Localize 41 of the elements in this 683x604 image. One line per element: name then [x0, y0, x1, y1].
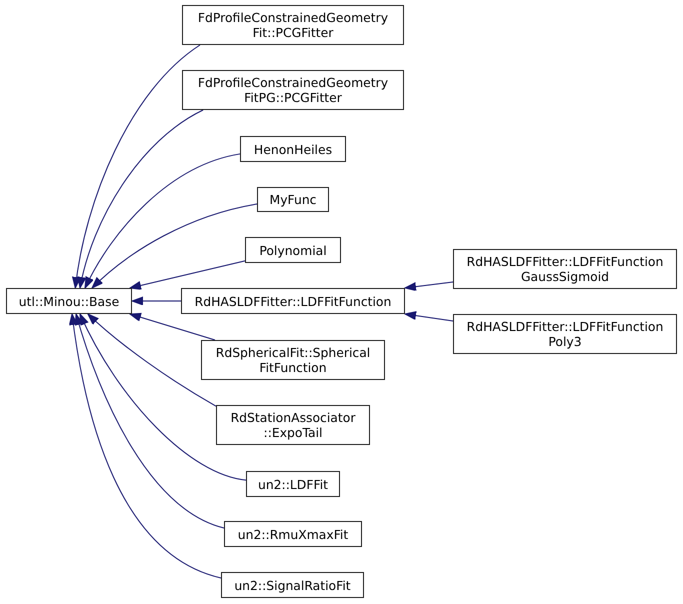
inheritance-arrow [404, 282, 454, 292]
class-name: un2::LDFFit [258, 476, 328, 492]
class-name: RdHASLDFFitter::LDFFitFunction [194, 294, 392, 308]
class-box [246, 471, 340, 497]
class-box [224, 521, 362, 547]
class-name: FdProfileConstrainedGeometry FitPG::PCGFitter [196, 75, 390, 105]
inheritance-arrow [84, 153, 240, 288]
class-name: MyFunc [270, 192, 316, 207]
inheritance-arrow [129, 260, 246, 290]
inheritance-arrow [79, 314, 246, 481]
class-name: HenonHeiles [254, 142, 332, 156]
inheritance-arrow [132, 296, 182, 306]
class-name: FdProfileConstrainedGeometry Fit::PCGFitter [196, 10, 390, 40]
class-name: un2::SignalRatioFit [234, 578, 351, 592]
class-name: un2::RmuXmaxFit [238, 526, 348, 542]
class-box [182, 5, 404, 45]
class-box [453, 314, 677, 354]
inheritance-arrow [92, 204, 258, 288]
inheritance-arrow [404, 311, 454, 322]
class-box [182, 70, 404, 110]
inheritance-arrow [69, 314, 222, 578]
inheritance-arrow [129, 312, 216, 340]
class-box [240, 136, 346, 162]
class-box [181, 288, 405, 314]
class-box [216, 405, 370, 445]
class-box [6, 288, 132, 314]
class-name: utl::Minou::Base [18, 294, 120, 308]
class-name: RdStationAssociator ::ExpoTail [230, 410, 356, 440]
class-box [245, 237, 341, 263]
class-box [221, 572, 364, 598]
class-name: RdSphericalFit::Spherical FitFunction [214, 345, 372, 375]
class-name: Polynomial [259, 242, 327, 258]
class-name: RdHASLDFFitter::LDFFitFunction GaussSigmoid [466, 254, 664, 284]
inheritance-arrow [74, 314, 224, 529]
class-box [257, 187, 329, 212]
inheritance-arrow [72, 44, 200, 288]
class-name: RdHASLDFFitter::LDFFitFunction Poly3 [466, 319, 664, 349]
class-box [453, 249, 677, 289]
inheritance-arrow [87, 314, 216, 407]
class-box [201, 340, 385, 380]
inheritance-arrow [78, 110, 204, 288]
